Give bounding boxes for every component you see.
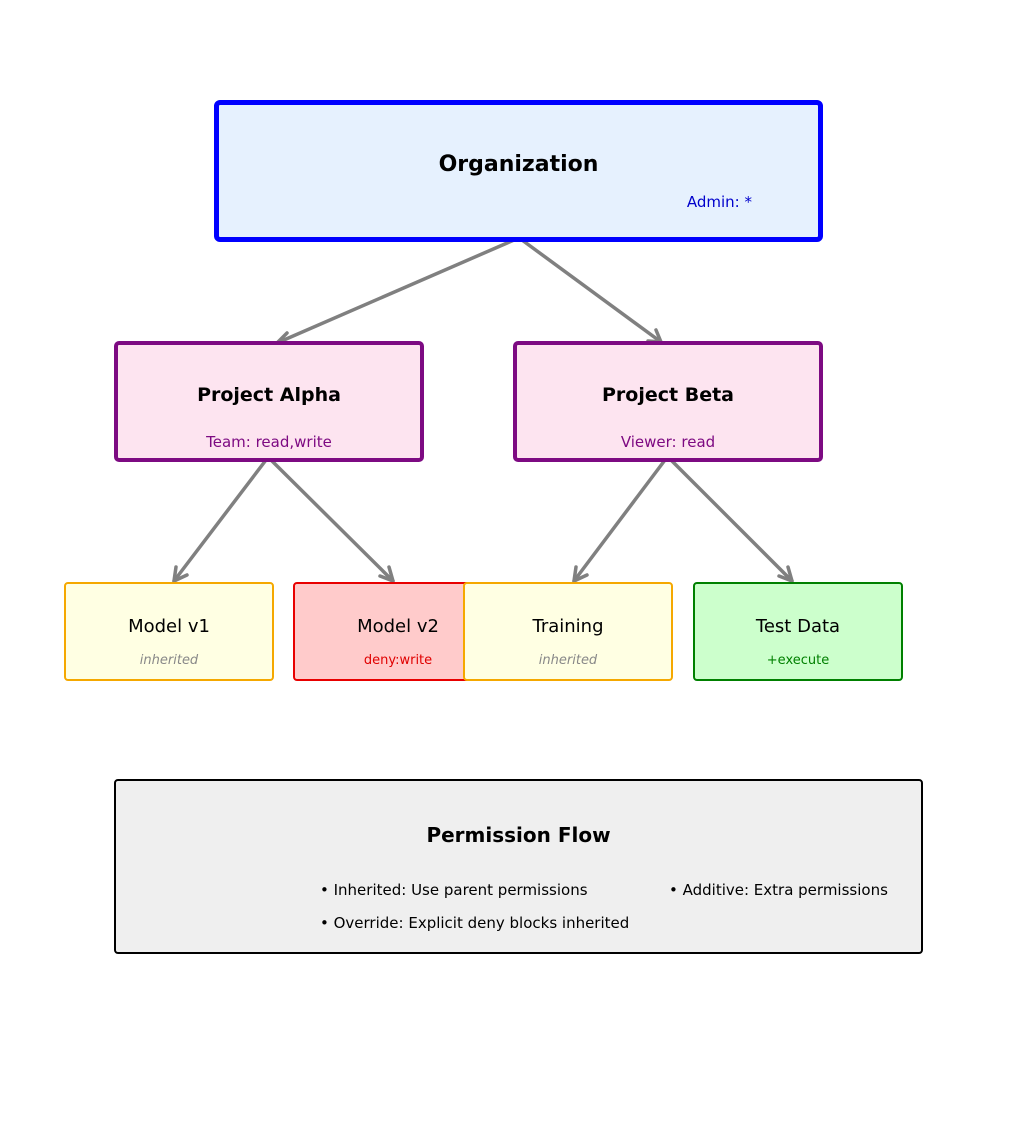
edge-project-beta-to-test-data <box>669 458 794 583</box>
test-data-title: Test Data <box>755 616 841 637</box>
test-data-node: Test Data +execute <box>693 582 903 681</box>
project-beta-title: Project Beta <box>602 384 734 406</box>
project-beta-role: Viewer: read <box>620 433 716 451</box>
model-v2-permission: deny:write <box>363 653 433 668</box>
test-data-permission: +execute <box>766 653 830 668</box>
organization-node: Organization Admin: * <box>214 100 823 242</box>
model-v2-title: Model v2 <box>357 616 439 637</box>
edge-organization-to-project-beta <box>520 238 663 344</box>
edge-project-alpha-to-model-v2 <box>269 458 395 583</box>
organization-title: Organization <box>438 152 599 177</box>
project-beta-node: Project Beta Viewer: read <box>513 341 823 462</box>
model-v1-permission: inherited <box>139 653 199 668</box>
model-v1-title: Model v1 <box>128 616 210 637</box>
project-alpha-title: Project Alpha <box>197 384 341 406</box>
legend-item-override: • Override: Explicit deny blocks inherit… <box>320 914 630 932</box>
legend-item-inherited: • Inherited: Use parent permissions <box>320 881 588 899</box>
legend-item-additive: • Additive: Extra permissions <box>669 881 888 899</box>
training-permission: inherited <box>538 653 598 668</box>
edge-project-alpha-to-model-v1 <box>172 458 268 583</box>
project-alpha-role: Team: read,write <box>206 433 332 451</box>
training-node: Training inherited <box>463 582 673 681</box>
edge-project-beta-to-training <box>572 458 667 583</box>
edge-organization-to-project-alpha <box>275 238 516 346</box>
organization-role: Admin: * <box>686 193 752 211</box>
training-title: Training <box>532 616 604 637</box>
legend-title: Permission Flow <box>426 823 611 847</box>
permission-flow-legend: Permission Flow • Inherited: Use parent … <box>114 779 923 954</box>
project-alpha-node: Project Alpha Team: read,write <box>114 341 424 462</box>
model-v1-node: Model v1 inherited <box>64 582 274 681</box>
